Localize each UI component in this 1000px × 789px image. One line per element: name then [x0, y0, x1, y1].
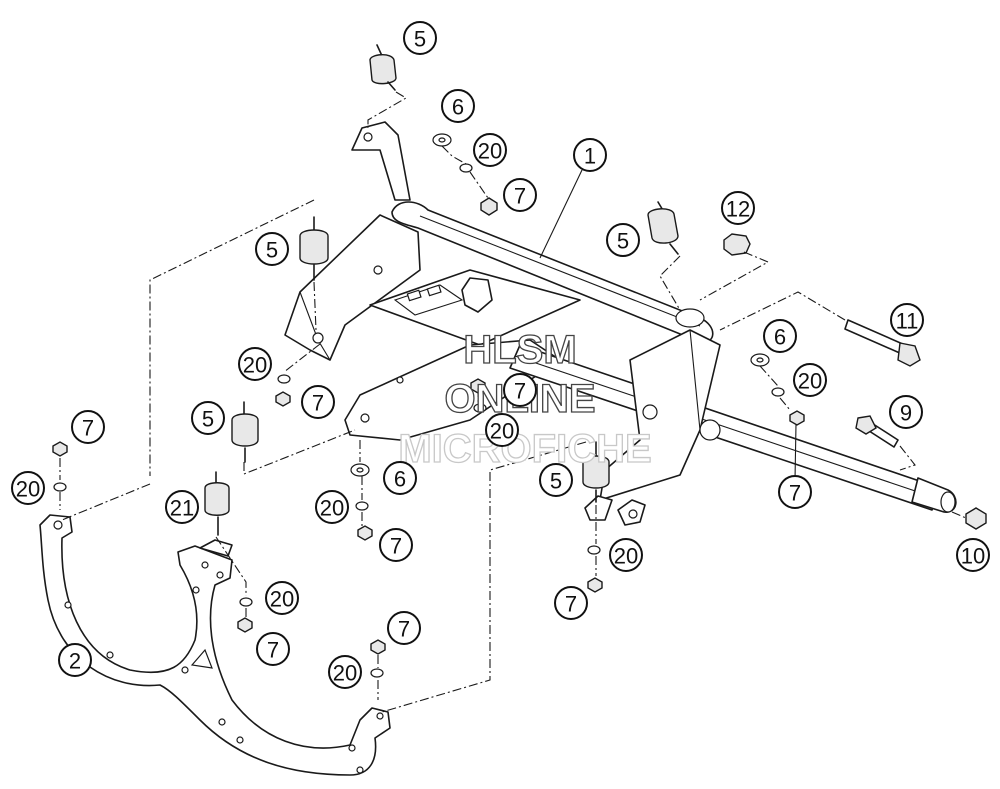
- callout-2: 2: [58, 643, 92, 677]
- svg-text:1: 1: [584, 144, 596, 169]
- watermark-line-3: MICROFICHE: [398, 427, 651, 471]
- watermark-line-1: HLSM: [463, 328, 576, 372]
- callout-21: 21: [165, 490, 199, 524]
- svg-text:2: 2: [69, 649, 81, 674]
- svg-text:10: 10: [961, 544, 985, 569]
- svg-text:6: 6: [774, 325, 786, 350]
- svg-text:5: 5: [617, 229, 629, 254]
- rubber-mounts: [204, 44, 679, 536]
- svg-text:20: 20: [320, 496, 344, 521]
- lower-bracket-plate: [39, 514, 391, 776]
- callout-5-left-upper: 5: [255, 232, 289, 266]
- svg-text:6: 6: [452, 95, 464, 120]
- callout-20-bracket-right: 20: [328, 655, 362, 689]
- svg-text:7: 7: [398, 617, 410, 642]
- svg-text:20: 20: [270, 587, 294, 612]
- svg-text:7: 7: [514, 379, 526, 404]
- svg-text:9: 9: [900, 401, 912, 426]
- callout-9: 9: [889, 395, 923, 429]
- svg-text:20: 20: [798, 369, 822, 394]
- svg-text:21: 21: [170, 496, 194, 521]
- callout-20-center: 20: [485, 413, 519, 447]
- callout-7-center: 7: [503, 373, 537, 407]
- callout-20-right: 20: [793, 363, 827, 397]
- svg-text:5: 5: [414, 27, 426, 52]
- callout-6-top: 6: [441, 89, 475, 123]
- assembly-lines: [59, 91, 967, 713]
- svg-text:5: 5: [266, 238, 278, 263]
- fasteners: [52, 133, 987, 678]
- callout-20-bracket-left: 20: [265, 581, 299, 615]
- callout-12: 12: [721, 191, 755, 225]
- callout-7-far-left: 7: [71, 410, 105, 444]
- svg-text:20: 20: [333, 661, 357, 686]
- callout-7-right-lower: 7: [554, 586, 588, 620]
- svg-text:7: 7: [514, 184, 526, 209]
- callout-7-bracket-right: 7: [387, 611, 421, 645]
- callout-10: 10: [956, 538, 990, 572]
- svg-text:7: 7: [312, 391, 324, 416]
- callout-20-far-left: 20: [11, 471, 45, 505]
- callout-5-left-middle: 5: [191, 401, 225, 435]
- callout-7-right: 7: [778, 475, 812, 509]
- svg-text:5: 5: [202, 407, 214, 432]
- callout-6-right: 6: [763, 319, 797, 353]
- callout-6-center: 6: [383, 461, 417, 495]
- callout-20-center-lower: 20: [315, 490, 349, 524]
- svg-text:7: 7: [390, 534, 402, 559]
- callout-20-left-middle: 20: [238, 347, 272, 381]
- callout-7-top: 7: [503, 178, 537, 212]
- callout-11: 11: [890, 303, 924, 337]
- svg-text:20: 20: [478, 139, 502, 164]
- svg-text:20: 20: [614, 544, 638, 569]
- svg-text:6: 6: [394, 467, 406, 492]
- callout-5-lower-right: 5: [539, 463, 573, 497]
- svg-text:7: 7: [267, 638, 279, 663]
- svg-text:20: 20: [490, 419, 514, 444]
- svg-text:7: 7: [789, 481, 801, 506]
- callout-7-left-middle: 7: [301, 385, 335, 419]
- callout-5-top: 5: [403, 21, 437, 55]
- svg-text:20: 20: [16, 477, 40, 502]
- svg-text:7: 7: [82, 416, 94, 441]
- callout-20-right-lower: 20: [609, 538, 643, 572]
- svg-text:20: 20: [243, 353, 267, 378]
- svg-text:12: 12: [726, 197, 750, 222]
- callout-1: 1: [573, 138, 607, 172]
- callout-7-bracket-left: 7: [256, 632, 290, 666]
- main-frame: [284, 121, 957, 526]
- svg-text:11: 11: [896, 309, 919, 334]
- svg-text:7: 7: [565, 592, 577, 617]
- callout-20-top: 20: [473, 133, 507, 167]
- svg-text:5: 5: [550, 469, 562, 494]
- callout-5-center: 5: [606, 223, 640, 257]
- callout-7-center-lower: 7: [379, 528, 413, 562]
- leader-lines: [539, 169, 797, 481]
